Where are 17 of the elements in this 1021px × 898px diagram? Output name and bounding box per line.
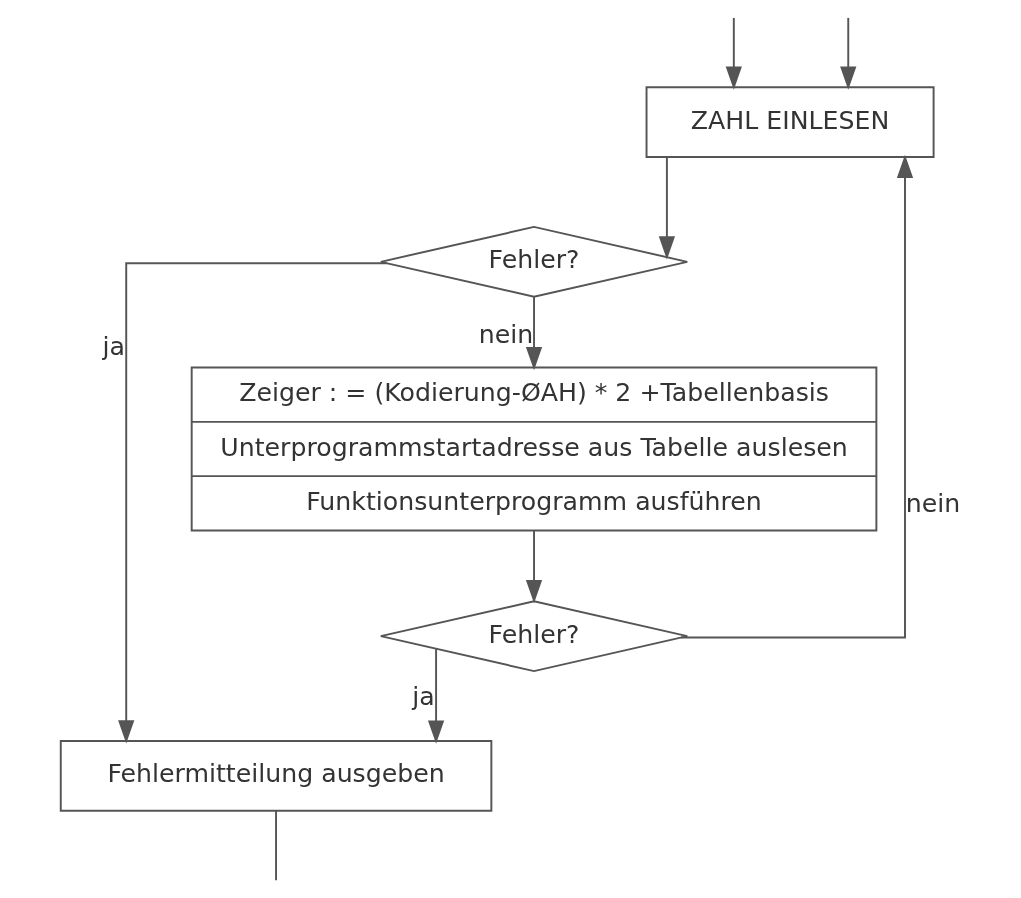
edge-label: ja [101,331,125,361]
arrow [525,296,542,371]
arrow [117,262,388,744]
node-box: Fehlermitteilung ausgeben [59,739,492,812]
node-diamond: Fehler? [379,225,688,298]
connector [274,809,277,882]
edge-label: nein [905,489,960,519]
arrow [725,16,742,90]
arrow [658,156,675,260]
node-box: ZAHL EINLESEN [645,86,935,159]
arrow [427,648,444,744]
edge-label: ja [411,682,435,712]
arrow [839,16,856,90]
arrow [679,154,913,639]
node-diamond: Fehler? [379,600,688,673]
edge-label: nein [478,319,533,349]
arrow [525,529,542,604]
